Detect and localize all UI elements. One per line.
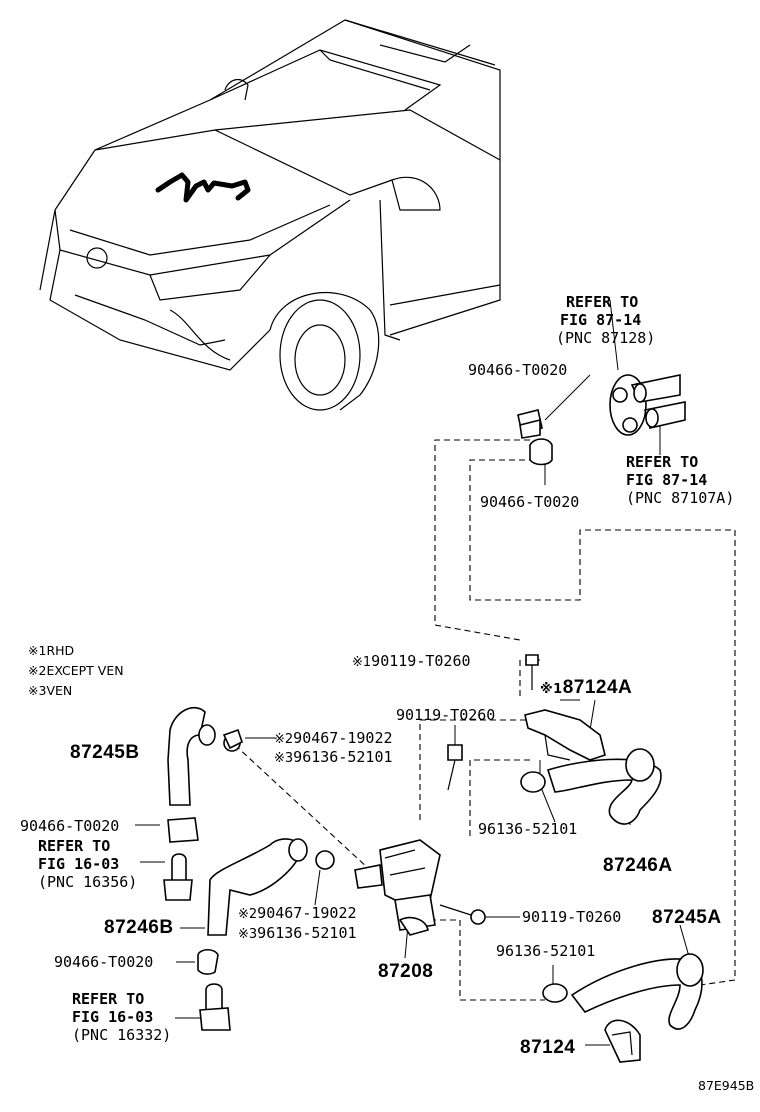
- mark-rhd: ※1: [352, 655, 372, 670]
- part-label-90466-mid: 90466-T0020: [480, 493, 580, 511]
- ref-16-03-b-line3: (PNC 16332): [72, 1026, 172, 1044]
- pipe-left-lower: [199, 983, 231, 1031]
- hose-87245B: [167, 706, 216, 843]
- part-label-87246B: 87246B: [104, 917, 174, 938]
- diagram-code: 87E945B: [698, 1078, 755, 1093]
- ref-87-14-b-line2: FIG 87-14: [626, 471, 708, 489]
- clamp-96136-b: [520, 771, 546, 793]
- hose-87245A: [570, 953, 704, 1030]
- clamp-90466-left2: [197, 948, 219, 975]
- mark-except-ven-b: ※2: [238, 907, 258, 922]
- part-label-96136-d: 96136-52101: [496, 942, 596, 960]
- part-number-90119-rhd: 90119-T0260: [371, 652, 471, 670]
- legend-1: ※1RHD: [28, 643, 75, 658]
- pipe-left-upper: [163, 853, 193, 901]
- clamp-90467-b: [315, 850, 335, 870]
- clamp-90466-mid: [529, 438, 553, 466]
- part-label-87124: 87124: [520, 1037, 576, 1058]
- heater-pipe-grommet: [609, 374, 686, 436]
- hose-87246B: [207, 838, 308, 936]
- ref-16-03-a-line2: FIG 16-03: [38, 855, 120, 873]
- part-label-90466-left2: 90466-T0020: [54, 953, 154, 971]
- part-label-90119-rhd: ※190119-T0260: [352, 652, 471, 670]
- part-label-87208: 87208: [378, 961, 434, 982]
- legend-1-text: RHD: [46, 643, 75, 658]
- clamp-90467-a: [222, 728, 243, 752]
- clamp-96136-d: [542, 983, 568, 1003]
- part-number-90467-a: 90467-19022: [293, 729, 393, 747]
- part-label-96136-c: ※396136-52101: [238, 924, 357, 942]
- mark-ven-a: ※3: [274, 751, 294, 766]
- bolt-90119-a: [447, 744, 463, 791]
- legend-2-text: EXCEPT VEN: [46, 663, 124, 678]
- ref-16-03-b-line2: FIG 16-03: [72, 1008, 154, 1026]
- bolt-90119-b: [439, 904, 486, 925]
- legend-1-mark: ※1: [28, 643, 47, 658]
- ref-87-14-b-line3: (PNC 87107A): [626, 489, 735, 507]
- part-label-87246A: 87246A: [603, 855, 673, 876]
- part-number-90467-b: 90467-19022: [257, 904, 357, 922]
- mark-ven-b: ※3: [238, 927, 258, 942]
- part-label-90467-a: ※290467-19022: [274, 729, 393, 747]
- hose-87246A: [546, 748, 662, 825]
- part-label-90466-top: 90466-T0020: [468, 361, 568, 379]
- water-valve-87208: [354, 839, 441, 936]
- part-label-90119-b: 90119-T0260: [522, 908, 622, 926]
- legend-2-mark: ※2: [28, 663, 47, 678]
- clamp-90466-top: [517, 409, 543, 439]
- part-label-90119-a: 90119-T0260: [396, 706, 496, 724]
- part-label-96136-b: 96136-52101: [478, 820, 578, 838]
- part-number-96136-a: 96136-52101: [293, 748, 393, 766]
- legend-2: ※2EXCEPT VEN: [28, 663, 124, 678]
- ref-87-14-b-line1: REFER TO: [626, 453, 699, 471]
- mark-except-ven-a: ※2: [274, 732, 294, 747]
- ref-16-03-b-line1: REFER TO: [72, 990, 145, 1008]
- ref-16-03-a-line3: (PNC 16356): [38, 873, 138, 891]
- ref-87-14-a-line3: (PNC 87128): [556, 329, 656, 347]
- ref-87-14-a-line2: FIG 87-14: [560, 311, 642, 329]
- bolt-90119-rhd: [525, 654, 539, 690]
- legend-3-mark: ※3: [28, 683, 47, 698]
- part-label-87245A: 87245A: [652, 907, 722, 928]
- legend-3-text: VEN: [46, 683, 73, 698]
- part-label-96136-a: ※396136-52101: [274, 748, 393, 766]
- part-label-87245B: 87245B: [70, 742, 140, 763]
- ref-16-03-a-line1: REFER TO: [38, 837, 111, 855]
- vehicle-illustration: [39, 19, 501, 411]
- bracket-87124: [604, 1019, 641, 1063]
- part-label-87124A: ※187124A: [540, 678, 632, 697]
- part-label-90467-b: ※290467-19022: [238, 904, 357, 922]
- legend-3: ※3VEN: [28, 683, 73, 698]
- part-label-90466-left1: 90466-T0020: [20, 817, 120, 835]
- bracket-87124A: [524, 709, 606, 761]
- part-number-87124A: 87124A: [562, 677, 633, 698]
- part-number-96136-c: 96136-52101: [257, 924, 357, 942]
- mark-87124A: ※1: [540, 682, 563, 697]
- ref-87-14-a-line1: REFER TO: [566, 293, 639, 311]
